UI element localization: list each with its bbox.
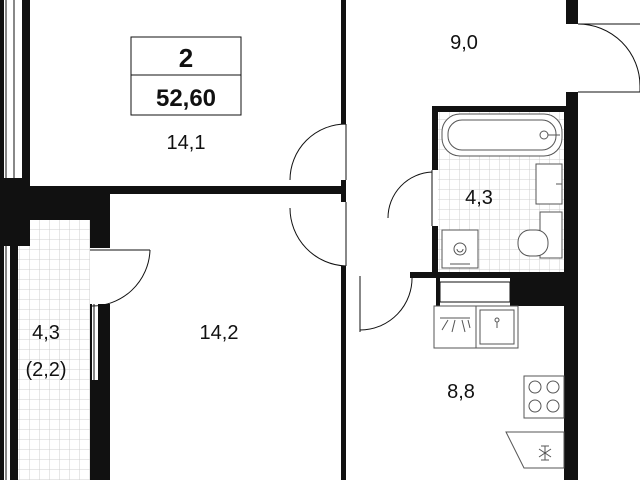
bedroom-area: 14,2 xyxy=(200,322,239,344)
kitchen-door xyxy=(359,275,413,332)
balcony-area-reduced: (2,2) xyxy=(25,359,66,381)
walls xyxy=(0,0,578,480)
bedroom-door xyxy=(289,202,347,267)
living-room-door xyxy=(289,123,347,181)
bathroom-area: 4,3 xyxy=(465,187,493,209)
refrigerator-icon xyxy=(505,431,565,469)
stove-icon xyxy=(523,375,565,419)
balcony-door xyxy=(89,249,151,307)
kitchen-fixtures xyxy=(433,305,565,469)
hallway-area: 9,0 xyxy=(450,32,478,54)
range-hood-icon xyxy=(440,317,471,333)
thin-walls xyxy=(5,0,640,480)
living-room-area: 14,1 xyxy=(167,132,206,154)
total-area: 52,60 xyxy=(156,85,216,112)
rooms-count: 2 xyxy=(179,43,193,73)
balcony-area: 4,3 xyxy=(32,322,60,344)
kitchen-area: 8,8 xyxy=(447,381,475,403)
entrance-door xyxy=(577,23,640,92)
apartment-summary: 2 52,60 xyxy=(130,36,242,116)
bathroom-door xyxy=(387,170,433,226)
bathroom-fixtures xyxy=(441,113,563,269)
balcony-floor-tiles xyxy=(18,208,90,480)
washing-machine-icon xyxy=(441,229,479,269)
